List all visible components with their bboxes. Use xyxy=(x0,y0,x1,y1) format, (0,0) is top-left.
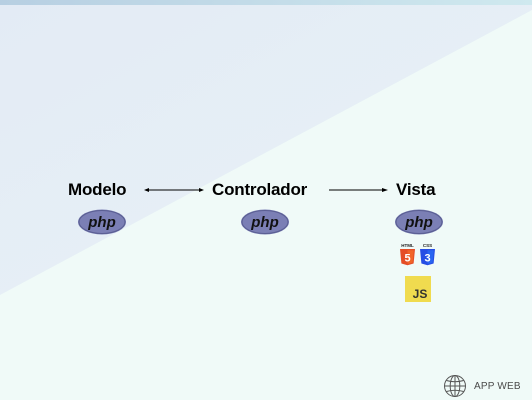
php-logo-icon: php xyxy=(241,209,289,235)
php-badge-text: php xyxy=(250,214,279,231)
php-logo-icon: php xyxy=(78,209,126,235)
globe-icon xyxy=(444,375,466,397)
svg-text:JS: JS xyxy=(413,287,428,301)
brand-label: APP WEB xyxy=(474,380,521,392)
brand: APP WEB xyxy=(443,374,521,398)
arrow-controlador-vista xyxy=(329,188,388,192)
node-controlador-label: Controlador xyxy=(212,180,308,199)
svg-text:CSS: CSS xyxy=(423,243,432,248)
svg-text:5: 5 xyxy=(404,253,410,265)
top-accent-bar xyxy=(0,0,532,5)
html5-logo-icon: HTML 5 xyxy=(400,243,415,266)
svg-text:HTML: HTML xyxy=(401,243,414,248)
node-modelo-label: Modelo xyxy=(68,180,127,199)
node-vista-label: Vista xyxy=(396,180,436,199)
php-badge-text: php xyxy=(404,214,433,231)
svg-text:3: 3 xyxy=(424,253,430,265)
javascript-logo-icon: JS xyxy=(405,276,431,302)
arrow-modelo-controlador xyxy=(144,188,204,192)
css3-logo-icon: CSS 3 xyxy=(420,243,435,266)
php-badge-text: php xyxy=(87,214,116,231)
php-logo-icon: php xyxy=(395,209,443,235)
